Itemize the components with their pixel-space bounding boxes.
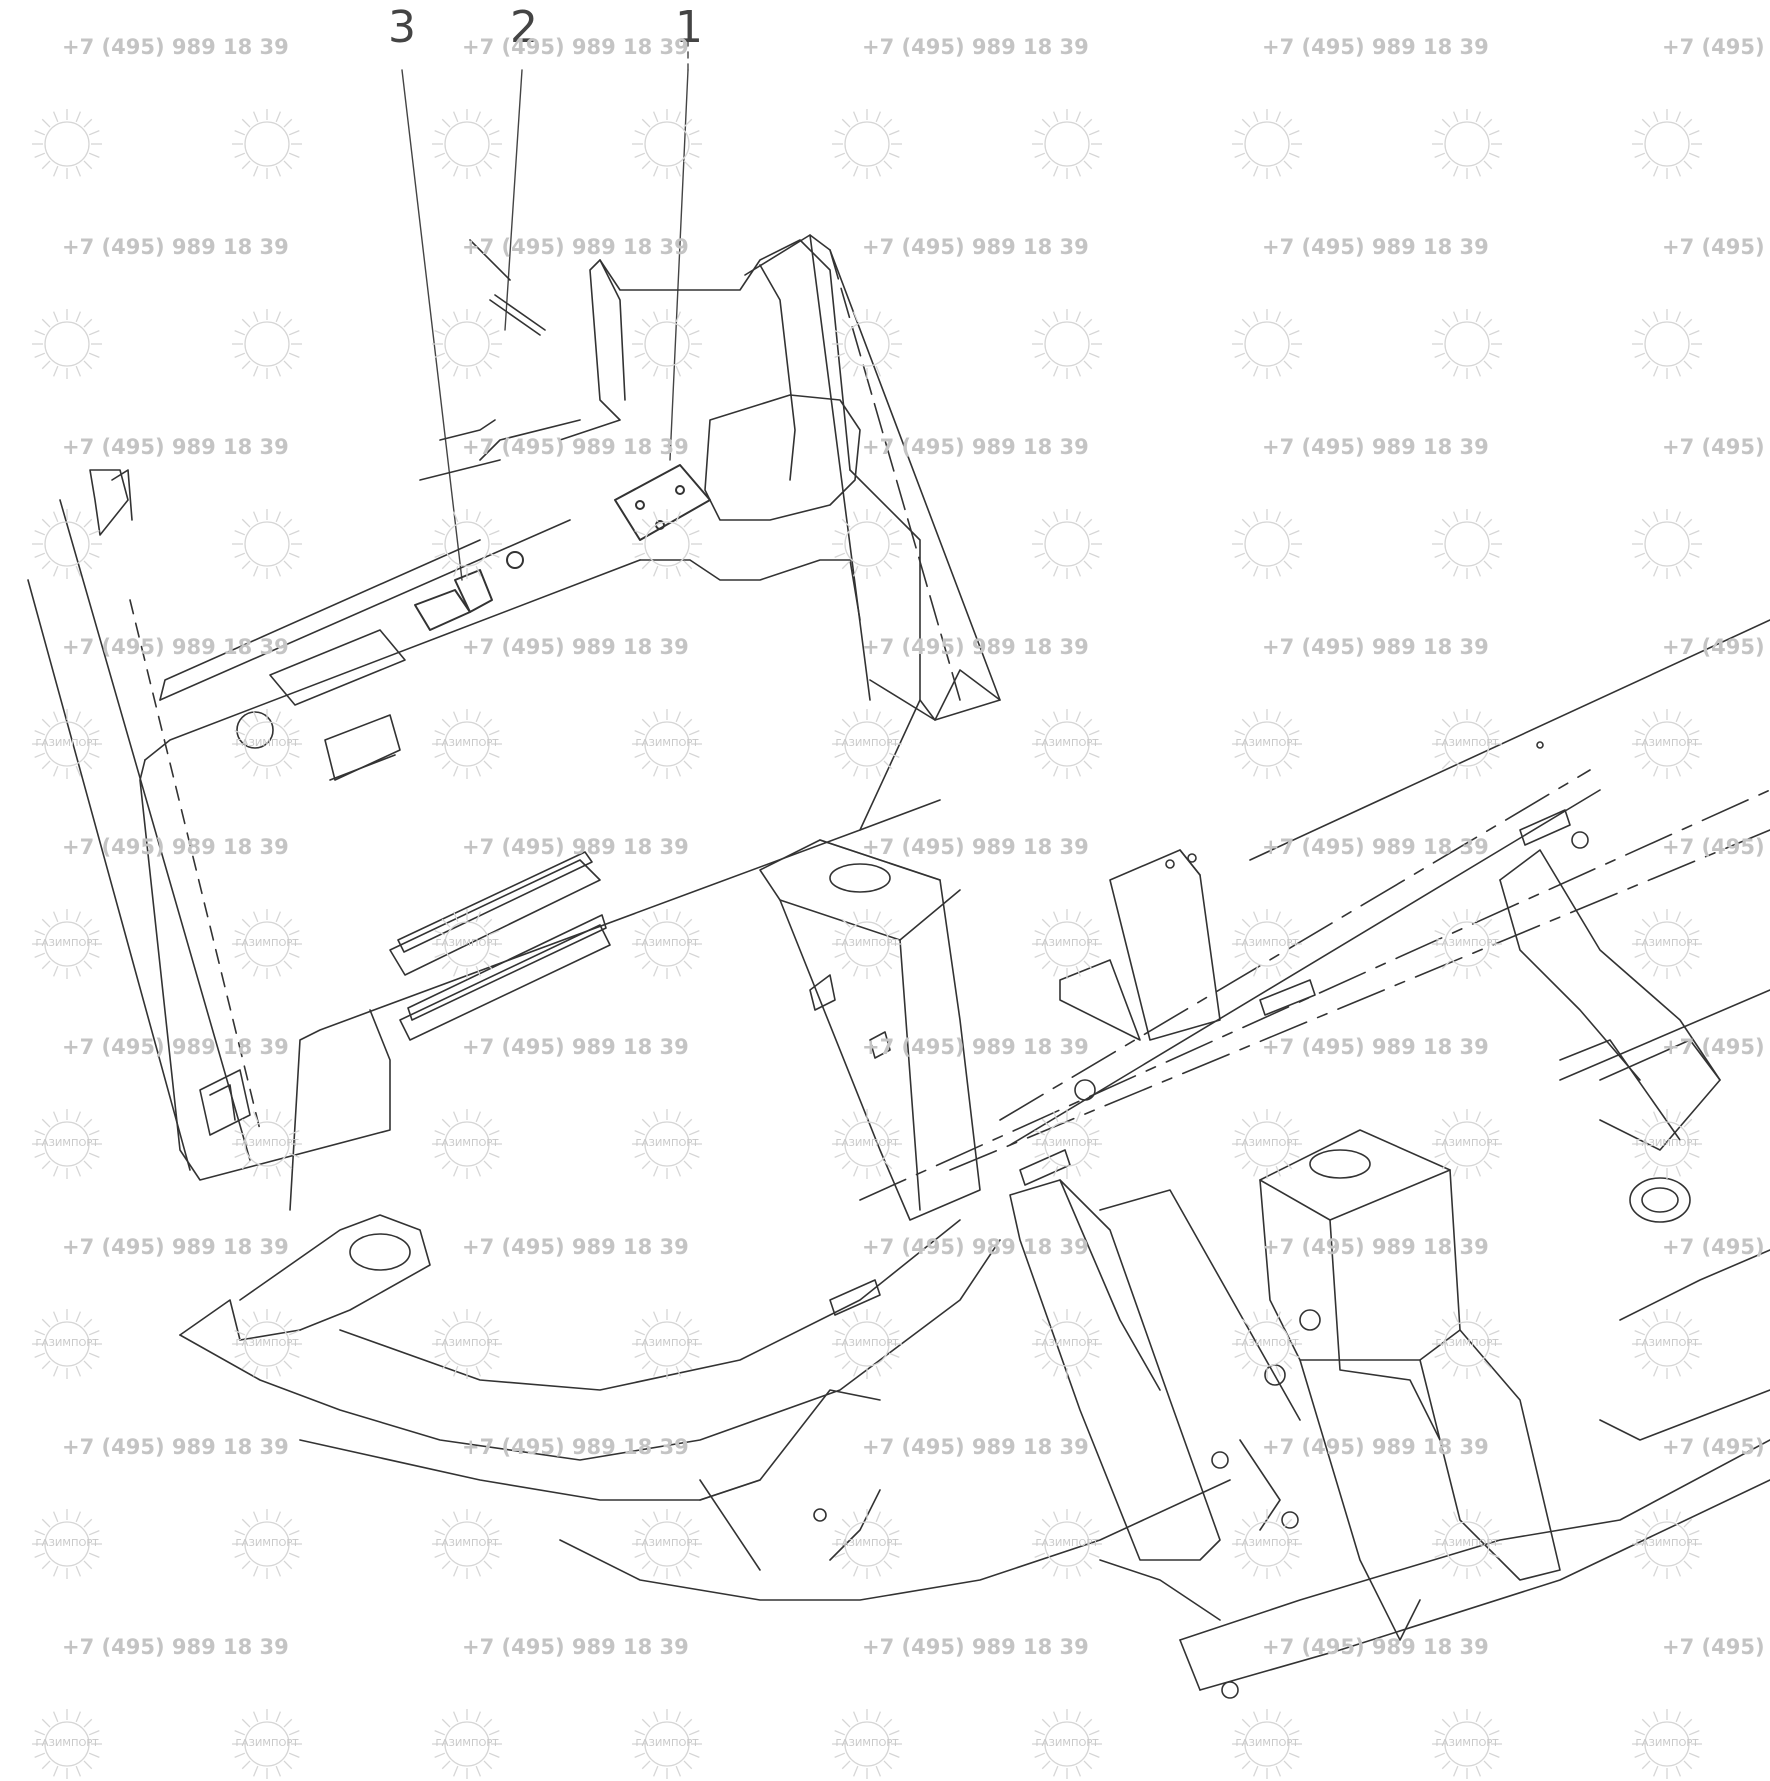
callout-1: 1 bbox=[675, 2, 703, 53]
rear-frame-assembly bbox=[1009, 1129, 1561, 1641]
callout-2: 2 bbox=[510, 2, 538, 53]
window-cutout bbox=[704, 394, 861, 521]
leader-line-2 bbox=[504, 69, 523, 331]
lower-front-arm bbox=[179, 1214, 1001, 1461]
leader-line-3 bbox=[401, 69, 463, 581]
side-handle bbox=[199, 1069, 251, 1136]
main-frame-beam bbox=[859, 619, 1770, 1201]
center-pillar bbox=[759, 839, 981, 1221]
upper-rear-panel bbox=[139, 239, 941, 1211]
rear-base-frame bbox=[1099, 1439, 1770, 1699]
leader-lines bbox=[401, 39, 689, 581]
rear-right-eye-arm bbox=[1499, 849, 1770, 1441]
lower-sweep-member bbox=[299, 1389, 1231, 1601]
right-upright bbox=[744, 234, 1001, 721]
beam-bushings bbox=[829, 741, 1589, 1331]
bracket-3 bbox=[414, 551, 524, 631]
bracket-plate-1 bbox=[614, 464, 711, 541]
left-side-plate bbox=[27, 469, 261, 1171]
pin-2 bbox=[469, 239, 546, 336]
beam-bracket bbox=[1059, 849, 1221, 1041]
callout-3: 3 bbox=[388, 2, 416, 53]
leader-line-1 bbox=[669, 69, 689, 461]
vent-grilles bbox=[389, 851, 611, 1041]
